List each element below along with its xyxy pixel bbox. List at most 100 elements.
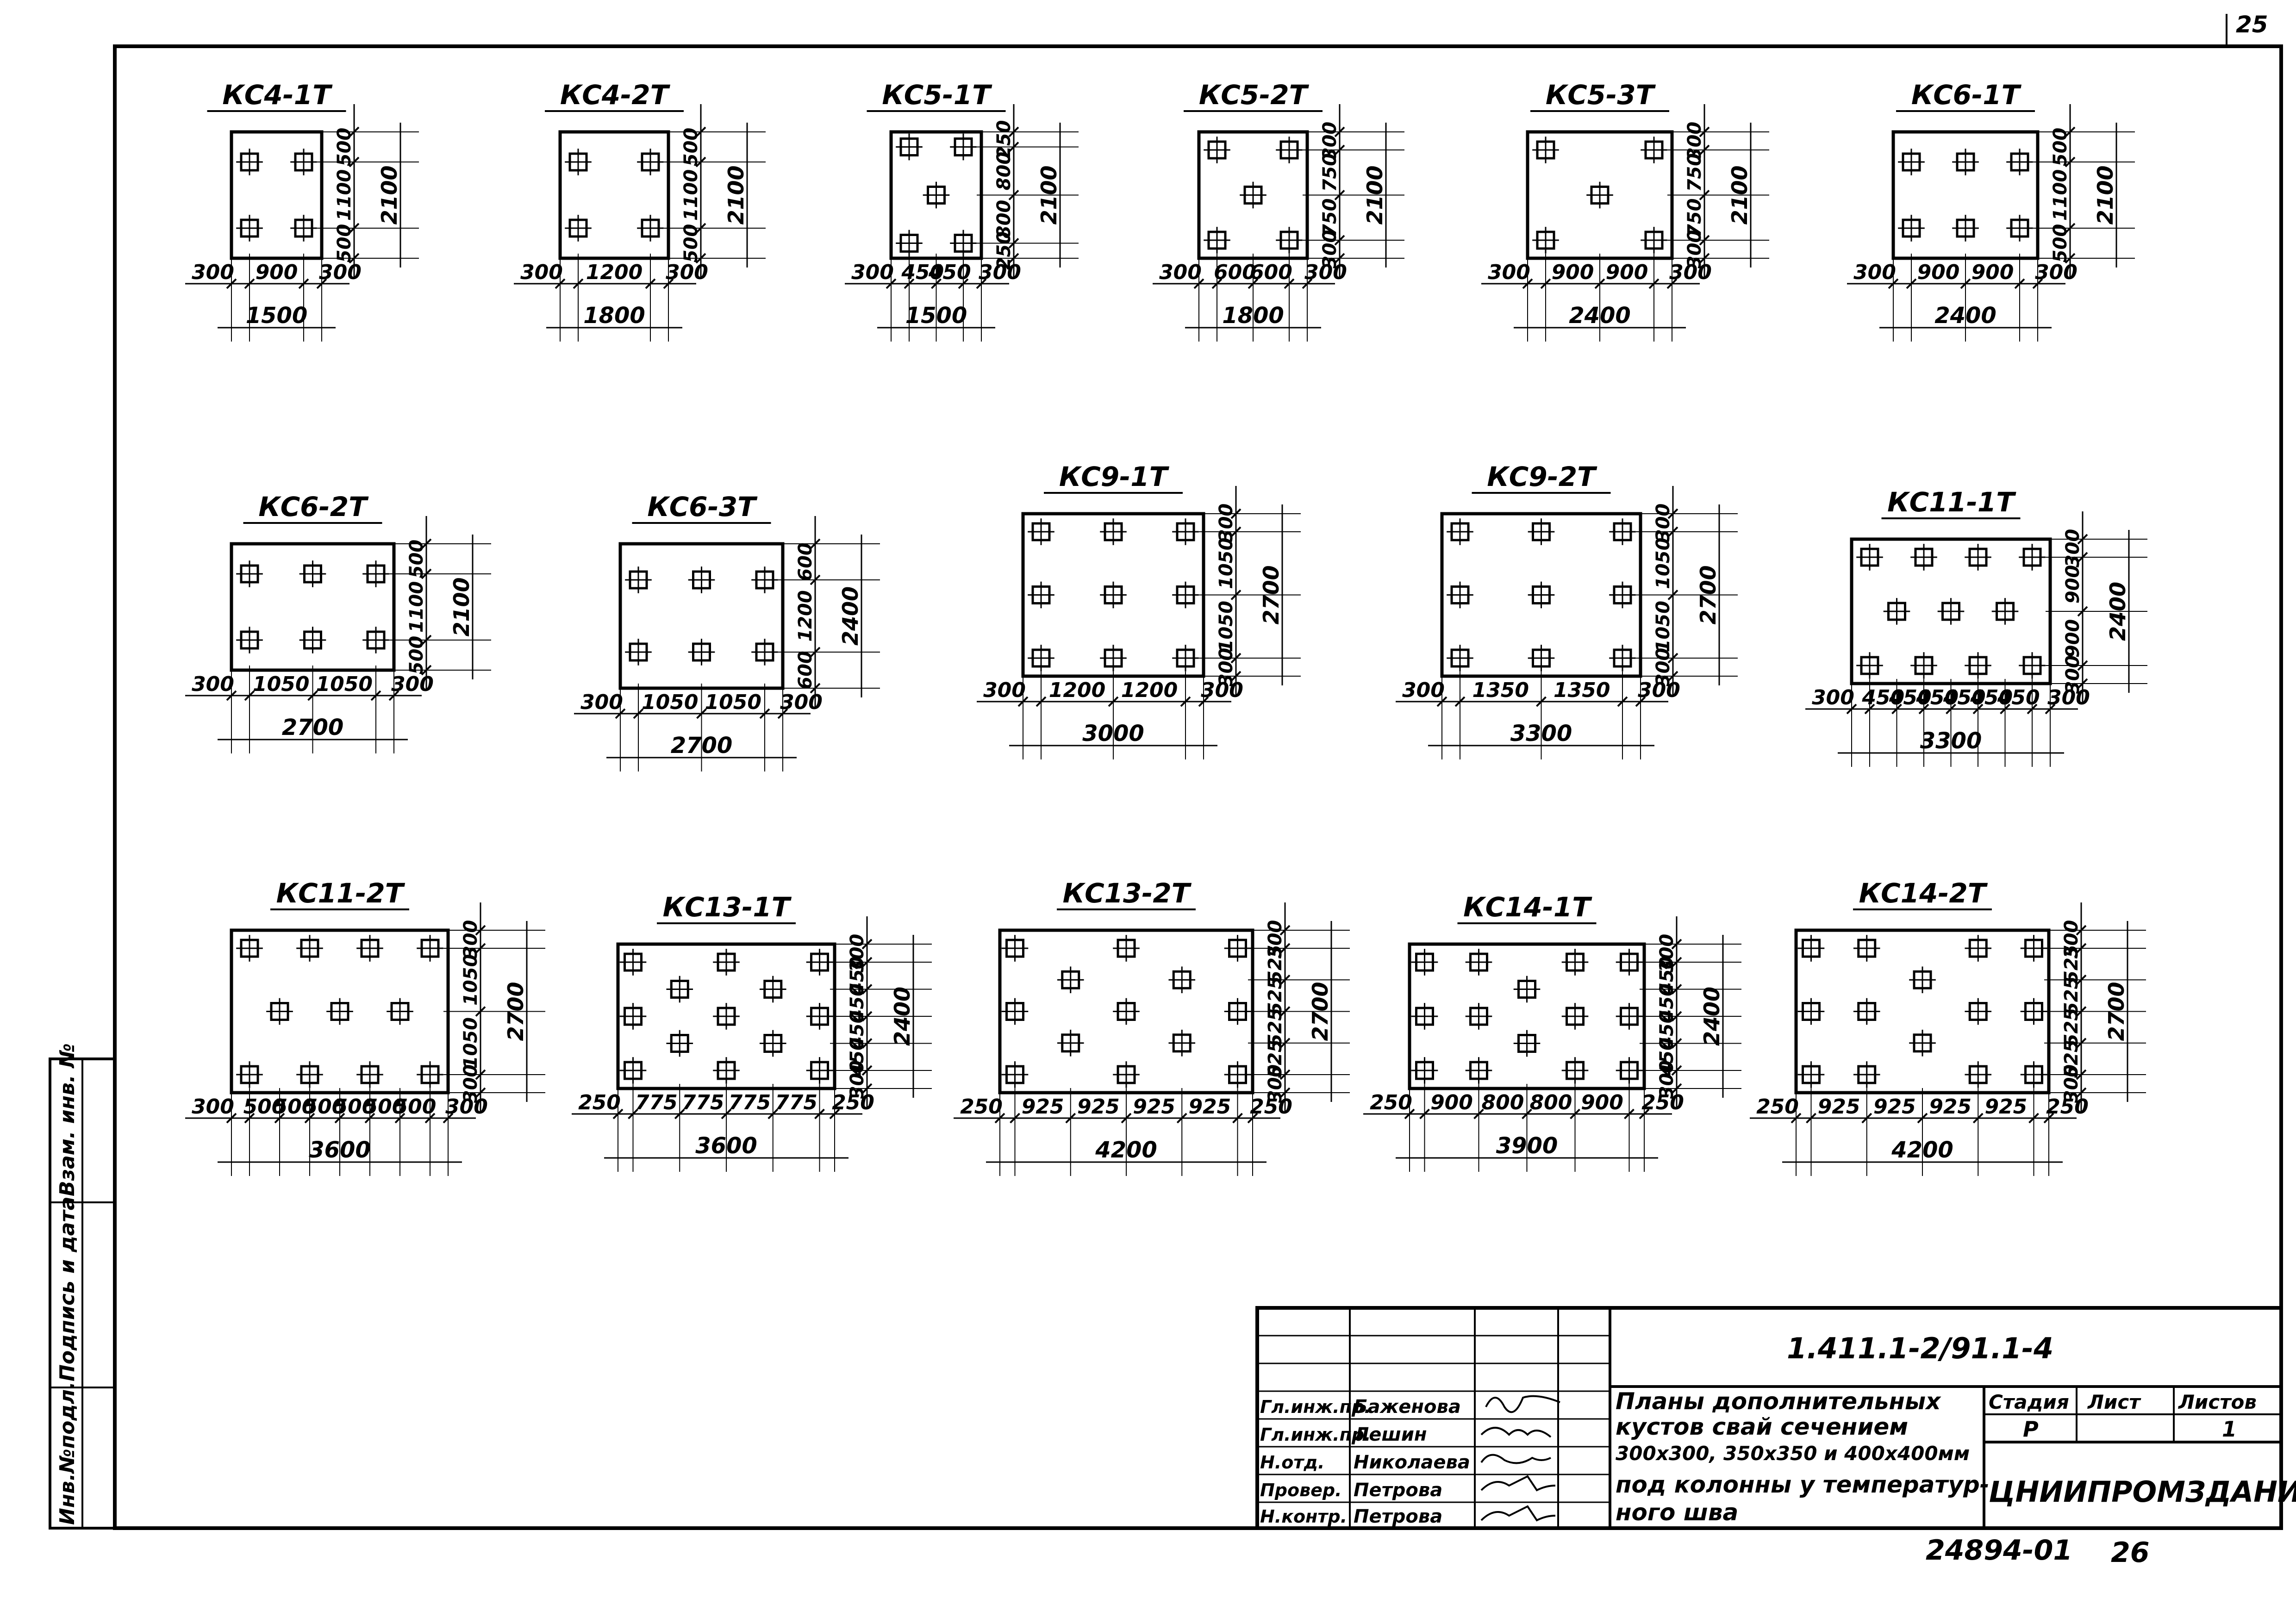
dimension-tick xyxy=(615,708,626,719)
dimension-tick xyxy=(1667,671,1678,682)
dimension-tick xyxy=(1036,696,1047,707)
dimension-label: 800 xyxy=(993,152,1015,191)
grillage-outline xyxy=(1408,942,1646,1090)
dimension-tick xyxy=(304,1113,315,1124)
overall-height-label: 2100 xyxy=(1362,165,1387,224)
dimension-tick xyxy=(388,690,399,701)
dimension-label: 925 xyxy=(1929,1095,1972,1119)
dimension-tick xyxy=(244,690,255,701)
dimension-label: 450 xyxy=(1889,686,1932,709)
dimension-tick xyxy=(633,708,644,719)
dimension-label: 300 xyxy=(1319,230,1341,269)
overall-width-label: 1800 xyxy=(583,303,645,329)
document-code: 1.411.1-2/91.1-4 xyxy=(1787,1331,2053,1365)
dimension-label: 250 xyxy=(993,231,1015,270)
signatures xyxy=(1480,1395,1560,1522)
dimension-tick xyxy=(421,538,432,549)
dimension-tick xyxy=(645,278,656,289)
overall-width-label: 3300 xyxy=(1510,721,1572,746)
dimension-label: 600 xyxy=(795,651,816,690)
dimension-label: 300 xyxy=(1319,122,1341,161)
dimension-label: 450 xyxy=(1861,686,1904,709)
dimension-label: 500 xyxy=(364,1095,406,1119)
dimension-label: 900 xyxy=(2062,619,2084,658)
dimension-label: 925 xyxy=(1133,1095,1175,1119)
person-role-2: Гл.инж.пр. xyxy=(1260,1424,1371,1445)
description-line-4: под колонны у температур- xyxy=(1616,1471,1990,1498)
description-line-5: ного шва xyxy=(1616,1499,1738,1526)
dimension-label: 250 xyxy=(1370,1091,1412,1114)
overall-width-label: 2400 xyxy=(1569,303,1631,329)
dimension-tick xyxy=(1279,943,1291,954)
overall-height-label: 2700 xyxy=(503,982,528,1041)
plan-title: КС9-1Т xyxy=(1059,461,1170,492)
dimension-label: 525 xyxy=(1265,977,1286,1015)
dimension-tick xyxy=(2027,703,2038,715)
dimension-label: 300 xyxy=(1684,230,1705,269)
person-role-4: Провер. xyxy=(1260,1480,1342,1500)
dimension-tick xyxy=(861,1083,873,1094)
dimension-tick xyxy=(2045,703,2056,715)
dimension-label: 900 xyxy=(1581,1091,1623,1114)
dimension-label: 1050 xyxy=(460,954,481,1006)
dimension-tick xyxy=(1008,142,1019,152)
dimension-label: 450 xyxy=(847,1038,868,1077)
dimension-tick xyxy=(721,1108,732,1120)
person-role-3: Н.отд. xyxy=(1260,1452,1325,1473)
overall-width-label: 2700 xyxy=(671,733,733,759)
plan-title: КС11-1Т xyxy=(1887,486,2016,518)
dimension-label: 450 xyxy=(1656,1038,1678,1077)
dimension-tick xyxy=(2065,223,2076,234)
dimension-label: 250 xyxy=(993,120,1015,159)
dimension-tick xyxy=(2076,943,2087,954)
dimension-label: 1100 xyxy=(680,169,702,221)
dimension-tick xyxy=(1334,126,1345,137)
dimension-tick xyxy=(1419,1108,1430,1120)
dimension-label: 300 xyxy=(1216,504,1237,542)
dimension-tick xyxy=(1334,144,1345,156)
dimension-label: 1100 xyxy=(2050,169,2071,221)
dimension-label: 600 xyxy=(1250,261,1292,284)
dimension-label: 900 xyxy=(1552,261,1594,284)
dimension-tick xyxy=(1454,696,1466,707)
dimension-tick xyxy=(1121,1113,1132,1124)
dimension-tick xyxy=(2076,1038,2087,1049)
dimension-label: 300 xyxy=(1216,648,1237,687)
dimension-tick xyxy=(1972,1113,1984,1124)
dimension-tick xyxy=(475,943,486,954)
dimension-label: 925 xyxy=(1022,1095,1064,1119)
dimension-label: 775 xyxy=(682,1091,724,1114)
dimension-tick xyxy=(1279,1087,1291,1098)
dimension-tick xyxy=(1010,1113,1020,1124)
plan-title: КС6-2Т xyxy=(258,491,369,522)
dimension-label: 1050 xyxy=(253,672,309,696)
plan-title: КС6-3Т xyxy=(647,491,758,522)
dimension-label: 450 xyxy=(901,261,944,284)
dimension-tick xyxy=(1570,1108,1580,1120)
dimension-label: 450 xyxy=(1970,686,2013,709)
dimension-tick xyxy=(2077,552,2088,563)
overall-height-label: 2400 xyxy=(2105,582,2130,641)
dimension-tick xyxy=(421,568,432,579)
dimension-tick xyxy=(1108,696,1119,707)
plan-title: КС11-2Т xyxy=(276,877,406,909)
dimension-tick xyxy=(475,1069,486,1080)
dimension-tick xyxy=(1699,126,1710,137)
dimension-tick xyxy=(244,1113,255,1124)
dimension-label: 1350 xyxy=(1472,678,1529,702)
person-role-1: Гл.инж.пр. xyxy=(1260,1397,1371,1417)
overall-height-label: 2400 xyxy=(1699,987,1724,1046)
dimension-tick xyxy=(1906,278,1917,289)
dimension-tick xyxy=(931,278,942,289)
dimension-tick xyxy=(628,1108,638,1120)
dimension-tick xyxy=(1699,190,1710,200)
overall-width-label: 3600 xyxy=(309,1137,371,1163)
dimension-tick xyxy=(1008,190,1019,200)
dimension-label: 300 xyxy=(2062,529,2084,568)
